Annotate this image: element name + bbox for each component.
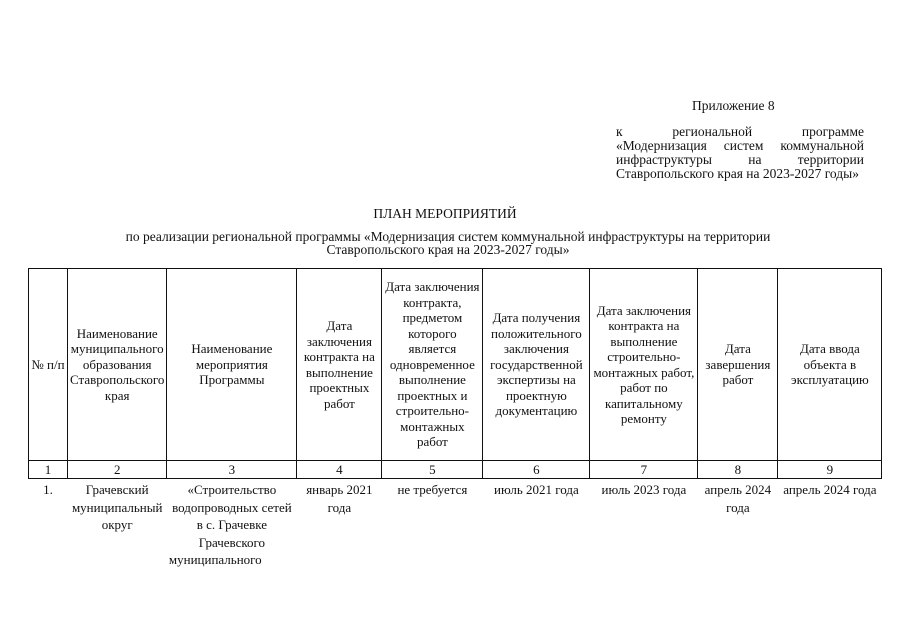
header-construction-contract: Дата заключения контракта на выполнение … xyxy=(589,268,699,461)
appendix-title: Приложение 8 xyxy=(692,98,775,113)
header-combined-contract: Дата заключения контракта, предметом кот… xyxy=(381,268,484,461)
header-commissioning: Дата ввода объекта в эксплуатацию xyxy=(777,268,883,461)
column-number: 5 xyxy=(381,460,484,479)
column-number: 2 xyxy=(66,460,168,479)
plan-subtitle-line-1: по реализации региональной программы «Мо… xyxy=(125,229,771,244)
plan-title: ПЛАН МЕРОПРИЯТИЙ xyxy=(373,206,517,221)
column-number: 4 xyxy=(296,460,383,479)
header-number: № п/п xyxy=(28,268,68,461)
row-commissioning: апрель 2024 года xyxy=(783,482,877,497)
header-expertise: Дата получения положительного заключения… xyxy=(482,268,591,461)
events-table: № п/п Наименование муниципального образо… xyxy=(28,268,883,592)
table-header-row: № п/п Наименование муниципального образо… xyxy=(28,268,883,461)
header-completion: Дата завершения работ xyxy=(697,268,779,461)
column-number: 8 xyxy=(697,460,779,479)
column-number-row: 1 2 3 4 5 6 7 8 9 xyxy=(28,460,883,479)
row-event: «Строительство водопроводных сетей в с. … xyxy=(168,482,292,567)
header-municipality: Наименование муниципального образования … xyxy=(66,268,168,461)
column-number: 1 xyxy=(28,460,68,479)
row-design-contract: январь 2021 года xyxy=(306,482,373,515)
header-design-contract: Дата заключения контракта на выполнение … xyxy=(296,268,383,461)
table-row: 1. Грачевский муниципальный округ «Строи… xyxy=(29,479,882,592)
row-combined-contract: не требуется xyxy=(397,482,468,497)
header-event: Наименование мероприятия Программы xyxy=(166,268,298,461)
plan-subtitle: по реализации региональной программы «Мо… xyxy=(78,229,818,257)
appendix-text: к региональной программе «Модернизация с… xyxy=(616,124,864,181)
row-expertise: июль 2021 года xyxy=(494,482,579,497)
row-completion: апрель 2024 года xyxy=(704,482,772,515)
plan-subtitle-line-2: Ставропольского края на 2023-2027 годы» xyxy=(326,242,570,257)
row-municipality: Грачевский муниципальный округ xyxy=(71,482,163,532)
column-number: 9 xyxy=(777,460,883,479)
column-number: 3 xyxy=(166,460,298,479)
column-number: 7 xyxy=(589,460,699,479)
column-number: 6 xyxy=(482,460,591,479)
row-number: 1. xyxy=(43,482,53,497)
row-construction-contract: июль 2023 года xyxy=(601,482,687,497)
